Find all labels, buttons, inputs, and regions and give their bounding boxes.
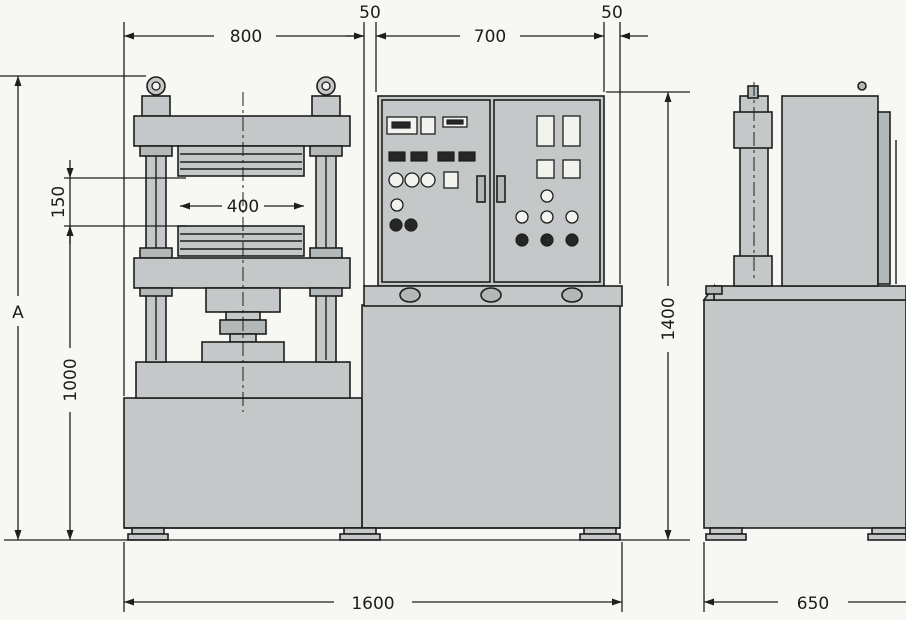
moving-platen xyxy=(133,257,351,289)
shelf-valve-3 xyxy=(561,287,583,303)
panel-knob-2 xyxy=(404,172,420,188)
front-foot-1-top xyxy=(131,527,165,535)
side-eye-bolt xyxy=(747,85,759,99)
side-view xyxy=(702,81,906,541)
dim-panel-height-label: 1400 xyxy=(659,297,679,340)
side-foot-1-base xyxy=(705,533,747,541)
indicator-lamp-2 xyxy=(410,151,428,162)
pilot-lamp-2 xyxy=(515,210,529,224)
side-bottom-block xyxy=(733,255,773,287)
side-base-cabinet xyxy=(703,299,906,529)
dim-daylight-label: 150 xyxy=(49,186,69,218)
dimension-lines: 800 50 700 50 A 150 1000 400 1400 xyxy=(0,3,906,614)
left-moving-lower-collar xyxy=(139,287,173,297)
dim-table-height-label: 1000 xyxy=(61,358,81,401)
panel-knob-4 xyxy=(390,198,404,212)
display-small-window xyxy=(420,116,436,135)
top-crosshead xyxy=(133,115,351,147)
dim-gap-right-label: 50 xyxy=(601,3,623,23)
side-foot-2-base xyxy=(867,533,906,541)
dim-platen-width-label: 400 xyxy=(227,197,259,217)
selector-switch-1 xyxy=(389,218,403,232)
pilot-lamp-1 xyxy=(540,189,554,203)
side-handle xyxy=(705,285,723,295)
gauge-1 xyxy=(536,159,555,179)
front-foot-2-top xyxy=(343,527,377,535)
side-foot-1-top xyxy=(709,527,743,535)
side-top-fitting xyxy=(857,81,867,91)
right-door-handle xyxy=(496,175,506,203)
push-switch-2 xyxy=(540,233,554,247)
dim-gap-left-label: 50 xyxy=(359,3,381,23)
dim-panel-width-label: 700 xyxy=(474,27,506,47)
panel-knob-1 xyxy=(388,172,404,188)
meter-1 xyxy=(536,115,555,147)
left-top-nut xyxy=(141,95,171,117)
front-foot-3-base xyxy=(579,533,621,541)
gauge-2 xyxy=(562,159,581,179)
front-foot-3-top xyxy=(583,527,617,535)
counter-digits xyxy=(446,119,464,125)
press-base-cabinet xyxy=(123,397,365,529)
side-top-block xyxy=(733,111,773,149)
front-foot-2-base xyxy=(339,533,381,541)
dim-press-width-label: 800 xyxy=(230,27,262,47)
push-switch-1 xyxy=(515,233,529,247)
indicator-lamp-3 xyxy=(437,151,455,162)
right-crosshead-collar xyxy=(309,145,343,157)
front-view xyxy=(123,76,623,541)
side-base-lip xyxy=(713,285,906,301)
indicator-lamp-1 xyxy=(388,151,406,162)
shelf-valve-2 xyxy=(480,287,502,303)
side-control-box xyxy=(781,95,879,287)
side-foot-2-top xyxy=(871,527,906,535)
display-digits xyxy=(391,121,411,129)
right-eye-bolt-hole xyxy=(321,81,331,91)
pilot-lamp-4 xyxy=(565,210,579,224)
pilot-lamp-3 xyxy=(540,210,554,224)
front-foot-1-base xyxy=(127,533,169,541)
shelf-valve-1 xyxy=(399,287,421,303)
upper-hot-platen xyxy=(177,145,305,177)
panel-knob-3 xyxy=(420,172,436,188)
right-moving-lower-collar xyxy=(309,287,343,297)
left-eye-bolt-hole xyxy=(151,81,161,91)
selector-switch-2 xyxy=(404,218,418,232)
left-crosshead-collar xyxy=(139,145,173,157)
dim-overall-height-label: A xyxy=(12,303,24,323)
left-door-handle xyxy=(476,175,486,203)
dim-overall-length-label: 1600 xyxy=(351,594,394,614)
meter-2 xyxy=(562,115,581,147)
panel-switch-box xyxy=(443,171,459,189)
control-base-cabinet xyxy=(361,304,621,529)
dim-side-depth-label: 650 xyxy=(797,594,829,614)
right-moving-collar xyxy=(309,247,343,259)
side-panel-edge xyxy=(877,111,891,285)
push-switch-3 xyxy=(565,233,579,247)
left-moving-collar xyxy=(139,247,173,259)
indicator-lamp-4 xyxy=(458,151,476,162)
right-top-nut xyxy=(311,95,341,117)
